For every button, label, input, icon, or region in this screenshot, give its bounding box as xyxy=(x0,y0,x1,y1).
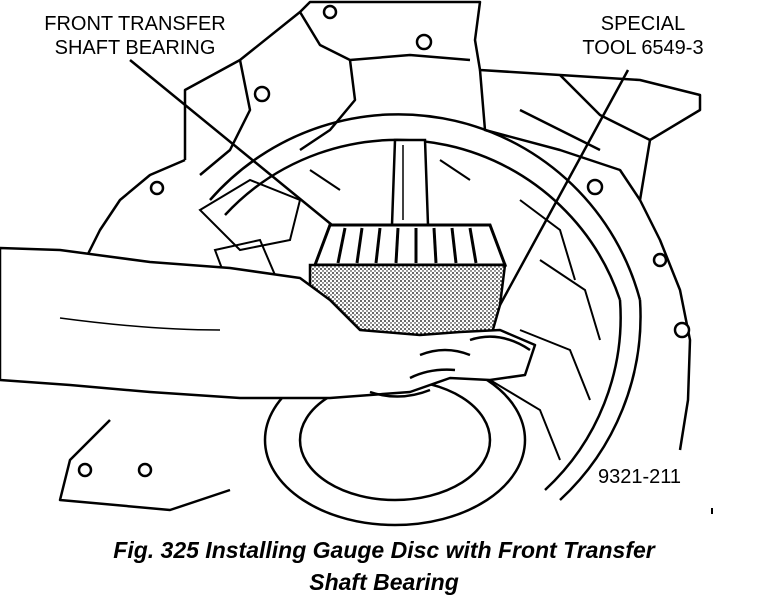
special-tool-label: SPECIAL TOOL 6549-3 xyxy=(568,12,718,60)
bearing-label-line1: FRONT TRANSFER xyxy=(44,13,226,35)
tool-label-line2: TOOL 6549-3 xyxy=(582,37,704,59)
front-transfer-shaft-bearing xyxy=(312,223,508,267)
front-transfer-shaft-bearing-label: FRONT TRANSFER SHAFT BEARING xyxy=(30,12,240,60)
leader-lines xyxy=(129,59,630,306)
transmission-housing xyxy=(58,0,702,512)
technician-hand xyxy=(0,246,537,400)
figure-number: 9321-211 xyxy=(598,466,682,488)
caption-line2: Shaft Bearing xyxy=(309,569,459,595)
bolt-holes xyxy=(77,4,691,478)
tool-leader-line xyxy=(498,69,630,306)
transfer-shaft xyxy=(390,138,430,227)
caption-line1: Fig. 325 Installing Gauge Disc with Fron… xyxy=(113,537,655,563)
bearing-leader-line xyxy=(129,59,333,226)
tool-label-line1: SPECIAL xyxy=(600,13,686,35)
figure-caption: Fig. 325 Installing Gauge Disc with Fron… xyxy=(0,534,768,598)
bearing-label-line2: SHAFT BEARING xyxy=(54,37,216,59)
